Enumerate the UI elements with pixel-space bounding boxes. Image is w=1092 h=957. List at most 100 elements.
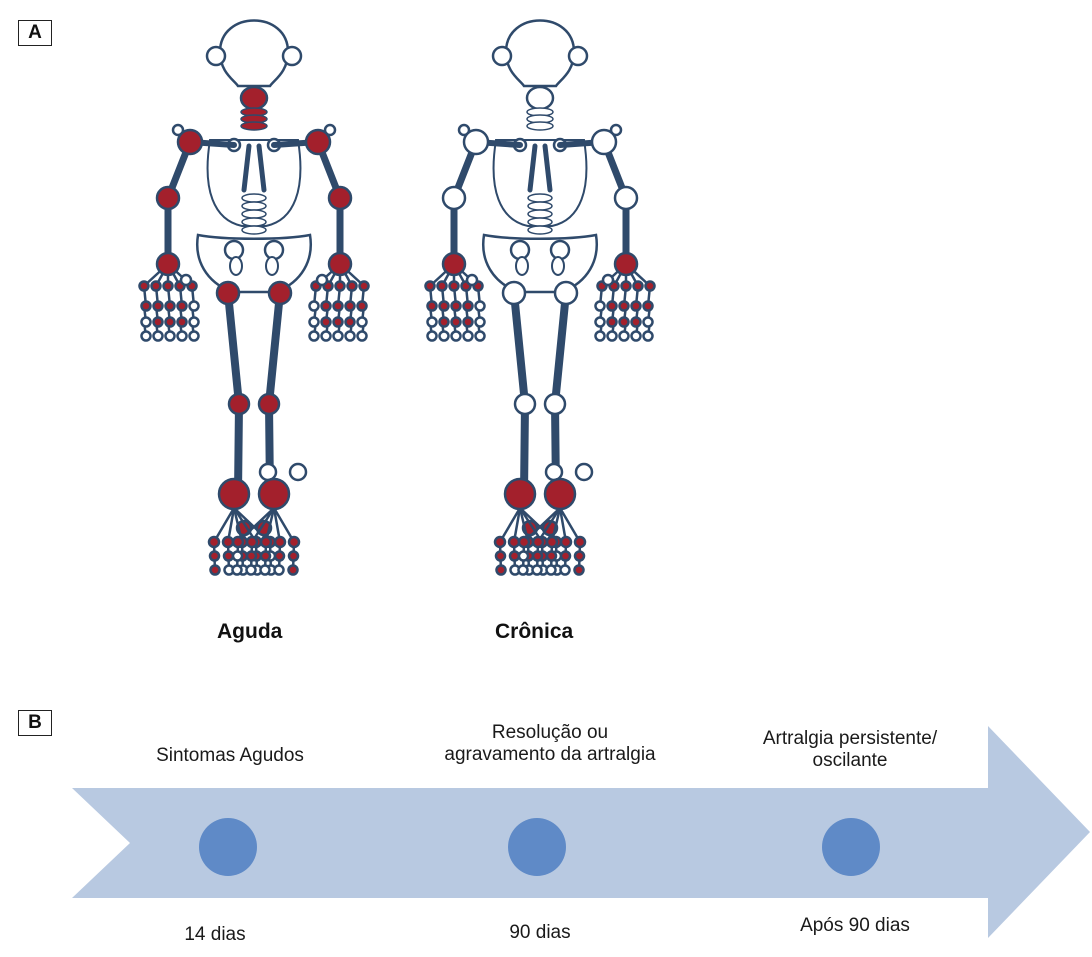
skeleton-chronic-foot-left-toe-joint — [510, 552, 519, 561]
skeleton-acute-hand-left-finger-joint — [142, 318, 151, 327]
skeleton-acute-foot-right-toe-tip-joint — [233, 566, 242, 575]
skeleton-acute-hand-right-finger-joint — [360, 282, 369, 291]
skeleton-acute-foot-left-toe-joint — [224, 552, 233, 561]
skeleton-acute-hand-right-finger-joint — [346, 332, 355, 341]
skeleton-acute-ear-right — [283, 47, 301, 65]
skeleton-chronic-hand-right-finger-joint — [622, 282, 631, 291]
skeleton-chronic-cervical-top — [527, 87, 553, 109]
skeleton-chronic-foot-left-mtp-joint — [509, 537, 519, 547]
skeleton-acute-foot-right-toe-tip-joint — [275, 566, 284, 575]
skeleton-chronic-heel-marker-left — [546, 464, 562, 480]
skeleton-chronic-shoulder-left — [464, 130, 488, 154]
skeleton-acute-shoulder-right — [306, 130, 330, 154]
skeleton-chronic-hand-right-finger-joint — [644, 332, 653, 341]
skeleton-chronic-knee-left — [515, 394, 535, 414]
skeleton-chronic-foot-right-toe-joint — [561, 552, 570, 561]
skeleton-acute-hand-right-finger-joint — [310, 332, 319, 341]
skeleton-chronic-heel-marker-right — [576, 464, 592, 480]
skeleton-acute-hand-right-finger-joint — [334, 302, 343, 311]
skeleton-chronic-hand-right-finger-joint — [596, 332, 605, 341]
skeleton-chronic-foot-right-mtp-joint — [575, 537, 585, 547]
skeleton-acute-foot-left-mtp-joint — [223, 537, 233, 547]
skeleton-acute-lumbar-disc — [242, 218, 266, 226]
skeleton-acute-knee-right — [259, 394, 279, 414]
skeleton-chronic-ankle-right — [545, 479, 575, 509]
skeleton-acute-heel-marker-right — [290, 464, 306, 480]
skeleton-acute-pelvis — [197, 235, 311, 292]
skeleton-acute-lumbar-disc — [242, 202, 266, 210]
skeleton-acute-hand-right-finger-joint — [334, 332, 343, 341]
skeleton-chronic-hand-right-finger-joint — [632, 318, 641, 327]
skeleton-chronic-pelvis — [483, 235, 597, 292]
skeleton-acute-foot-right-toe-joint — [247, 552, 256, 561]
skeleton-acute-elbow-right — [329, 187, 351, 209]
skeleton-chronic-foot-right-mtp-joint — [547, 537, 557, 547]
skeleton-chronic-hand-right-finger-joint — [608, 332, 617, 341]
skeleton-chronic-hip-left — [503, 282, 525, 304]
skeleton-acute-hand-right-finger-joint — [348, 282, 357, 291]
skeleton-acute-foot-right-toe-tip-joint — [247, 566, 256, 575]
skeleton-acute-hand-left-finger-joint — [190, 318, 199, 327]
skeleton-acute-hand-left-finger-joint — [190, 302, 199, 311]
skeleton-acute-femur-left — [228, 293, 239, 404]
skeleton-acute-foot-right-toe-tip-joint — [261, 566, 270, 575]
skeleton-chronic-femur-right — [555, 293, 566, 404]
skeleton-chronic-foot-right-mtp-joint — [533, 537, 543, 547]
skeleton-acute-hand-right-finger-joint — [346, 302, 355, 311]
skeleton-acute-hand-right-finger-joint — [334, 318, 343, 327]
skeleton-chronic-hand-left-finger-joint — [476, 302, 485, 311]
skeleton-acute-hand-left-finger-joint — [166, 302, 175, 311]
skeleton-chronic-hand-left-finger-joint — [428, 318, 437, 327]
skeleton-acute-elbow-left — [157, 187, 179, 209]
skeleton-acute-hand-right-finger-joint — [310, 302, 319, 311]
skeleton-chronic-hand-right-finger-joint — [620, 332, 629, 341]
day-label-after-90: Após 90 dias — [775, 915, 935, 937]
skeleton-chronic-foot-right-toe-joint — [519, 552, 528, 561]
skeleton-chronic-foot-right-toe-joint — [533, 552, 542, 561]
skeleton-acute-shoulder-left — [178, 130, 202, 154]
skeleton-acute-hand-left-finger-joint — [166, 318, 175, 327]
skeleton-chronic-hand-left-finger-joint — [452, 332, 461, 341]
skeleton-chronic-lumbar-disc — [528, 202, 552, 210]
day-label-90: 90 dias — [475, 922, 605, 944]
skeleton-chronic-foot-left-toe-joint — [496, 552, 505, 561]
day-label-14: 14 dias — [150, 924, 280, 946]
skeleton-chronic-ear-left — [493, 47, 511, 65]
skeleton-chronic-foot-left-mtp-joint — [495, 537, 505, 547]
skeleton-chronic-hand-right-finger-joint — [644, 302, 653, 311]
skeleton-chronic-hand-left-finger-joint — [426, 282, 435, 291]
skeleton-chronic-hand-left-finger-joint — [428, 332, 437, 341]
skeleton-chronic-hand-right-finger-joint — [596, 302, 605, 311]
caption-acute: Aguda — [217, 620, 282, 644]
skeleton-chronic-sacroiliac-left — [511, 241, 529, 259]
skeleton-acute-hand-left-finger-joint — [164, 282, 173, 291]
timeline-marker-acute — [199, 818, 257, 876]
skeleton-chronic-femur-left — [514, 293, 525, 404]
skeleton-chronic-hand-left-finger-joint — [452, 318, 461, 327]
skeleton-chronic-sacroiliac-right — [551, 241, 569, 259]
skeleton-chronic-hand-right-finger-joint — [608, 302, 617, 311]
skeleton-chronic-hand-right-finger-joint — [632, 302, 641, 311]
skeleton-acute-obturator-left — [230, 257, 242, 275]
skeleton-acute-hand-right-finger-joint — [322, 302, 331, 311]
phase-label-persistent-line2: oscilante — [720, 750, 980, 772]
timeline-marker-after — [822, 818, 880, 876]
skeleton-figures — [0, 0, 1092, 660]
skeleton-acute-hand-right-finger-joint — [310, 318, 319, 327]
skeleton-acute-ankle-right — [259, 479, 289, 509]
skeleton-acute-carpal-right — [317, 275, 327, 285]
skeleton-chronic-cervical-disc — [527, 122, 553, 130]
skeleton-chronic-hand-left-finger-joint — [476, 318, 485, 327]
skeleton-chronic-hand-left-finger-joint — [440, 302, 449, 311]
skeleton-chronic-hand-right-finger-joint — [620, 318, 629, 327]
phase-label-persistent-line1: Artralgia persistente/ — [720, 728, 980, 750]
skeleton-acute-hand-right-finger-joint — [346, 318, 355, 327]
skeleton-chronic-foot-right-toe-tip-joint — [561, 566, 570, 575]
skeleton-acute-hand-left-finger-joint — [140, 282, 149, 291]
skeleton-chronic-hand-left-finger-joint — [464, 332, 473, 341]
skeleton-acute-foot-left-toe-tip-joint — [211, 566, 220, 575]
skeleton-acute-hand-left-finger-joint — [178, 318, 187, 327]
skeleton-acute-hand-left-finger-joint — [166, 332, 175, 341]
skeleton-chronic-lumbar-disc — [528, 194, 552, 202]
skeleton-acute-hand-left-finger-joint — [152, 282, 161, 291]
